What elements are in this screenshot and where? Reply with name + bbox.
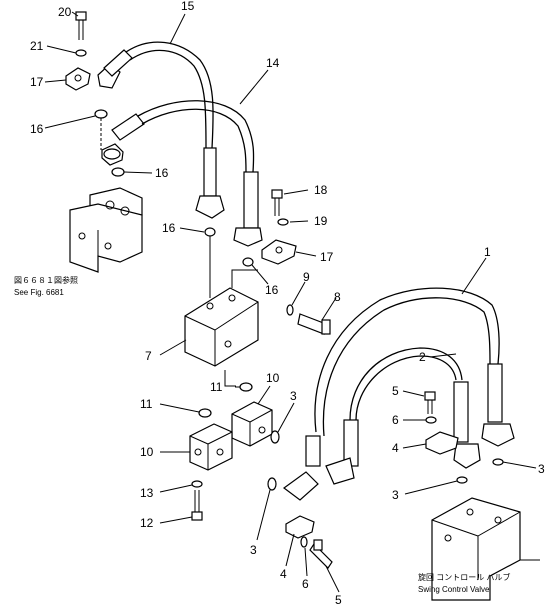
washer-6-right (425, 416, 437, 424)
bolt-20 (75, 11, 87, 40)
callout-9: 9 (303, 270, 310, 284)
callout-17: 17 (320, 250, 334, 264)
swing-valve-note: Swing Control Valve (418, 585, 490, 594)
o-ring-3-upper (270, 430, 280, 444)
callout-10: 10 (140, 445, 154, 459)
callout-16: 16 (162, 221, 176, 235)
reference-notes: 図６６８１図参照 See Fig. 6681 旋回 コントロール バルブ Swi… (14, 275, 510, 594)
callout-15: 15 (181, 0, 195, 13)
callout-3: 3 (290, 389, 297, 403)
callout-19: 19 (314, 214, 328, 228)
callout-14: 14 (266, 56, 280, 70)
split-flange-17-lower (261, 239, 297, 265)
callout-17: 17 (30, 75, 44, 89)
bolt-5-lower (309, 539, 333, 569)
callout-5: 5 (335, 593, 342, 606)
washer-9 (286, 304, 294, 316)
hose-1 (282, 287, 515, 501)
o-ring-11-lower (198, 408, 212, 418)
callout-labels: 20 21 17 16 16 15 14 18 19 17 16 16 9 8 … (30, 0, 545, 607)
washer-6-lower (300, 536, 308, 548)
callout-18: 18 (314, 183, 328, 197)
split-flange-4-right (425, 431, 459, 455)
callout-4: 4 (392, 441, 399, 455)
o-ring-16-left (204, 227, 216, 237)
washer-19 (277, 218, 289, 226)
bolt-12 (191, 490, 203, 521)
callout-13: 13 (140, 486, 154, 500)
callout-6: 6 (392, 413, 399, 427)
o-ring-11-upper (239, 382, 253, 392)
swing-valve-note-jp: 旋回 コントロール バルブ (418, 572, 510, 582)
o-ring-3-lower (267, 477, 277, 491)
callout-1: 1 (484, 245, 491, 259)
split-flange-17-upper (65, 67, 91, 91)
callout-11: 11 (210, 380, 223, 394)
callout-3: 3 (250, 543, 257, 557)
block-10-upper (231, 401, 273, 447)
o-ring-3-center (456, 476, 468, 484)
washer-21 (75, 49, 87, 57)
o-ring-16-right (242, 257, 254, 267)
callout-6: 6 (302, 577, 309, 591)
callout-8: 8 (334, 290, 341, 304)
o-ring-3-right (492, 458, 504, 466)
bolt-8 (297, 313, 331, 335)
callout-3: 3 (538, 462, 545, 476)
callout-20: 20 (58, 5, 72, 19)
callout-2: 2 (419, 350, 426, 364)
callout-11: 11 (140, 397, 153, 411)
block-10-lower (189, 423, 233, 471)
callout-4: 4 (280, 567, 287, 581)
see-fig-note-jp: 図６６８１図参照 (14, 275, 78, 285)
hose-14 (111, 100, 263, 247)
bolt-5-right (424, 391, 436, 414)
callout-7: 7 (145, 349, 152, 363)
upper-left-valve (69, 187, 143, 273)
swing-control-valve (431, 497, 540, 601)
leader-lines (44, 11, 537, 593)
callout-16: 16 (30, 122, 44, 136)
callout-16: 16 (155, 166, 169, 180)
o-ring-16-upper (94, 109, 108, 119)
callout-12: 12 (140, 516, 154, 530)
callout-3: 3 (392, 488, 399, 502)
callout-21: 21 (30, 39, 44, 53)
hose-15 (103, 41, 225, 219)
upper-left-elbow-fitting (101, 143, 124, 166)
hose-2 (325, 347, 481, 485)
callout-16: 16 (265, 283, 279, 297)
washer-13 (191, 480, 203, 488)
callout-10: 10 (266, 371, 280, 385)
split-flange-4-lower (285, 515, 315, 539)
see-fig-note: See Fig. 6681 (14, 288, 64, 297)
o-ring-16-mid (111, 167, 125, 177)
callout-5: 5 (392, 384, 399, 398)
block-7 (184, 287, 259, 367)
bolt-18 (271, 189, 283, 216)
